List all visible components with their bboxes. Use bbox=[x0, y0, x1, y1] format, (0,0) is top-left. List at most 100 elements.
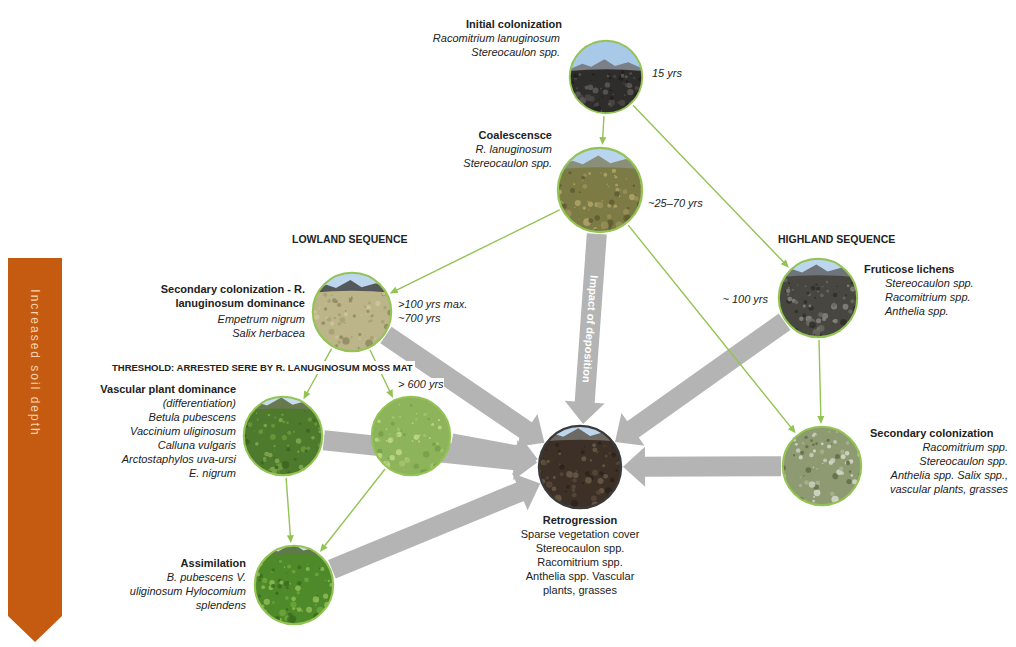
texture bbox=[316, 347, 319, 350]
texture bbox=[412, 422, 414, 424]
arrowhead bbox=[512, 473, 540, 510]
texture bbox=[592, 447, 597, 452]
texture bbox=[331, 295, 332, 296]
texture bbox=[364, 306, 366, 308]
texture bbox=[571, 81, 574, 84]
species-list: B. pubescens V. uliginosum Hylocomium sp… bbox=[121, 570, 246, 612]
ground bbox=[778, 275, 858, 338]
texture bbox=[600, 88, 602, 90]
texture bbox=[436, 467, 438, 469]
ground bbox=[254, 554, 334, 625]
texture bbox=[315, 604, 317, 606]
texture bbox=[344, 322, 346, 324]
texture bbox=[806, 467, 812, 473]
texture bbox=[568, 171, 571, 174]
texture bbox=[383, 306, 386, 309]
texture bbox=[585, 471, 590, 476]
texture bbox=[279, 418, 283, 422]
texture bbox=[572, 493, 577, 498]
texture bbox=[607, 74, 610, 77]
texture bbox=[243, 474, 247, 478]
texture bbox=[615, 493, 618, 496]
texture bbox=[588, 218, 593, 223]
texture bbox=[556, 222, 560, 226]
photo-shape bbox=[312, 272, 392, 352]
texture bbox=[813, 334, 815, 336]
photo bbox=[556, 147, 643, 234]
circle-border bbox=[783, 427, 861, 505]
texture bbox=[596, 490, 601, 495]
circle-border bbox=[313, 273, 391, 351]
texture bbox=[831, 443, 833, 445]
texture bbox=[367, 306, 371, 310]
texture bbox=[377, 420, 380, 423]
texture bbox=[854, 324, 859, 329]
texture bbox=[370, 461, 374, 465]
texture bbox=[270, 621, 272, 623]
texture bbox=[306, 429, 310, 433]
texture bbox=[257, 609, 263, 615]
texture bbox=[318, 307, 320, 309]
texture bbox=[319, 567, 321, 569]
texture bbox=[301, 446, 307, 452]
texture bbox=[588, 209, 590, 211]
texture bbox=[615, 188, 619, 192]
texture bbox=[391, 422, 395, 426]
texture bbox=[845, 451, 850, 456]
photo-circle: Initial colonizationRacomitrium lanugino… bbox=[569, 40, 643, 114]
photo bbox=[535, 425, 624, 511]
texture bbox=[558, 452, 561, 455]
texture bbox=[545, 476, 548, 479]
texture bbox=[275, 465, 279, 469]
texture bbox=[633, 77, 635, 79]
texture bbox=[338, 322, 341, 325]
texture bbox=[826, 289, 829, 292]
stage-heading: Fruticose lichens bbox=[864, 262, 1004, 276]
texture bbox=[788, 287, 791, 290]
texture bbox=[546, 481, 553, 488]
ground bbox=[782, 426, 862, 506]
arrowhead bbox=[615, 413, 645, 446]
texture bbox=[572, 109, 574, 111]
texture bbox=[820, 450, 824, 454]
texture bbox=[410, 404, 413, 407]
texture bbox=[306, 567, 310, 571]
texture bbox=[627, 83, 632, 88]
texture bbox=[279, 581, 283, 585]
arrowhead bbox=[781, 259, 789, 267]
texture bbox=[297, 581, 302, 586]
photo-shape bbox=[569, 40, 643, 114]
texture bbox=[389, 455, 394, 460]
texture bbox=[385, 461, 388, 464]
texture bbox=[620, 189, 621, 190]
texture bbox=[852, 428, 855, 431]
texture bbox=[271, 584, 275, 588]
texture bbox=[585, 85, 589, 89]
texture bbox=[318, 468, 325, 475]
texture bbox=[835, 454, 840, 459]
texture bbox=[802, 442, 804, 444]
texture bbox=[569, 106, 575, 112]
texture bbox=[822, 463, 824, 465]
texture bbox=[254, 430, 255, 431]
texture bbox=[399, 404, 400, 405]
ground bbox=[778, 258, 858, 338]
texture bbox=[375, 301, 380, 306]
texture bbox=[244, 469, 250, 475]
texture bbox=[342, 337, 349, 344]
texture bbox=[827, 445, 831, 449]
texture bbox=[547, 460, 550, 463]
texture bbox=[435, 446, 441, 452]
texture bbox=[423, 434, 426, 437]
photo-circle: CoalescensceR. lanuginosum Stereocaulon … bbox=[557, 147, 643, 233]
texture bbox=[318, 430, 321, 433]
texture bbox=[268, 414, 270, 416]
texture bbox=[828, 431, 830, 433]
texture bbox=[320, 346, 327, 353]
ground bbox=[557, 147, 643, 233]
texture bbox=[787, 494, 792, 499]
texture bbox=[833, 293, 838, 298]
texture bbox=[358, 333, 361, 336]
texture bbox=[315, 573, 319, 577]
